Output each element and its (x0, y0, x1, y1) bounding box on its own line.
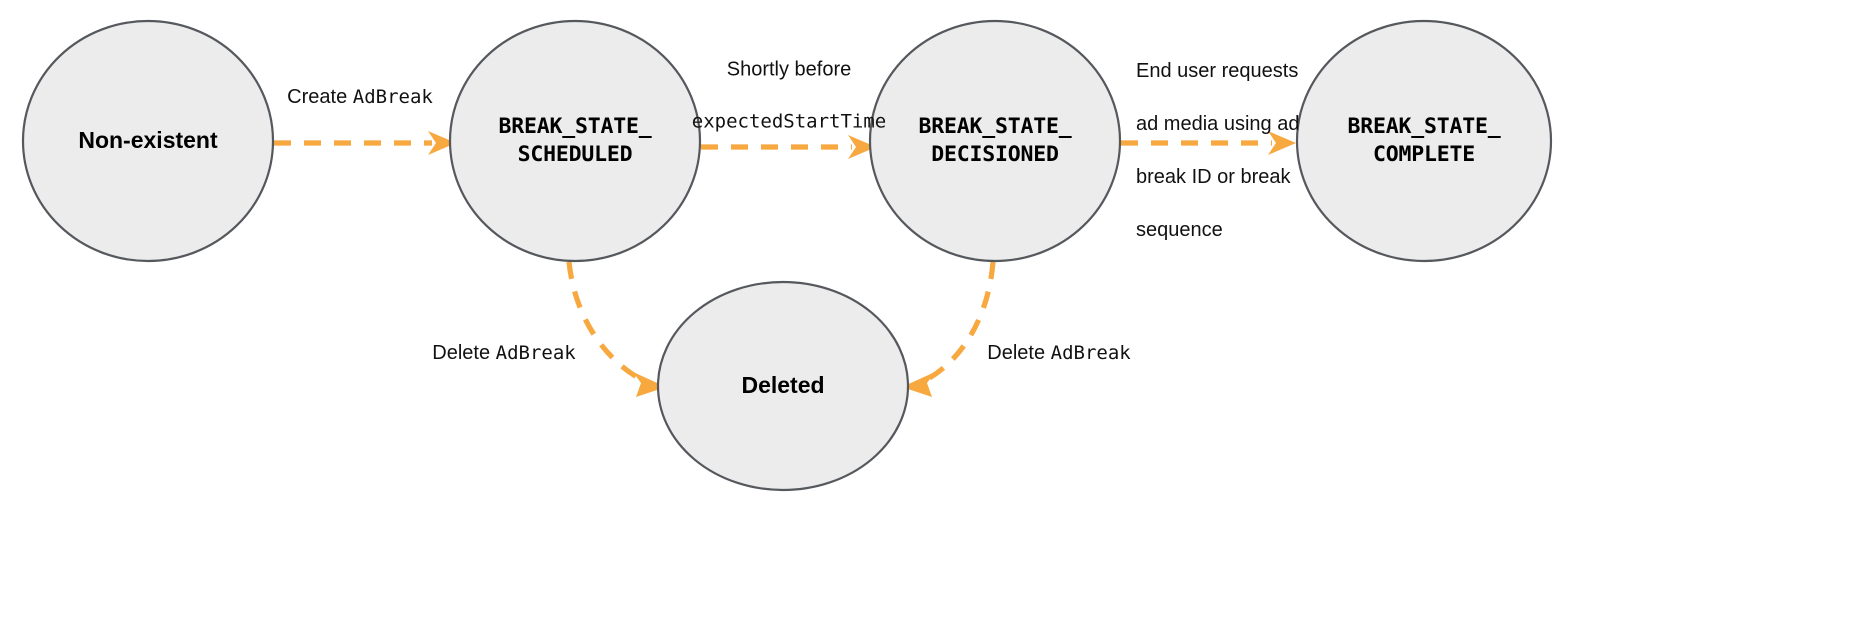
node-deleted[interactable] (656, 280, 910, 492)
node-break-state-decisioned[interactable] (868, 19, 1122, 263)
edge-delete-from-scheduled-path (566, 261, 652, 387)
edge-shortly-before-arrowhead (848, 135, 876, 159)
node-break-state-scheduled[interactable] (448, 19, 702, 263)
edge-end-user-requests-group (1121, 131, 1296, 155)
edge-end-user-requests-arrowhead (1268, 131, 1296, 155)
edge-delete-from-scheduled-arrowhead (633, 372, 666, 397)
edge-delete-from-decisioned-group (902, 261, 996, 397)
edge-delete-from-decisioned-path (916, 261, 996, 387)
node-non-existent[interactable] (21, 19, 275, 263)
edge-delete-from-scheduled-group (566, 261, 666, 397)
edge-create-adbreak (274, 131, 456, 155)
edge-create-adbreak-arrowhead (428, 131, 456, 155)
node-break-state-complete[interactable] (1295, 19, 1553, 263)
edge-shortly-before-path-group (701, 135, 876, 159)
edge-delete-from-decisioned-arrowhead (902, 372, 935, 397)
